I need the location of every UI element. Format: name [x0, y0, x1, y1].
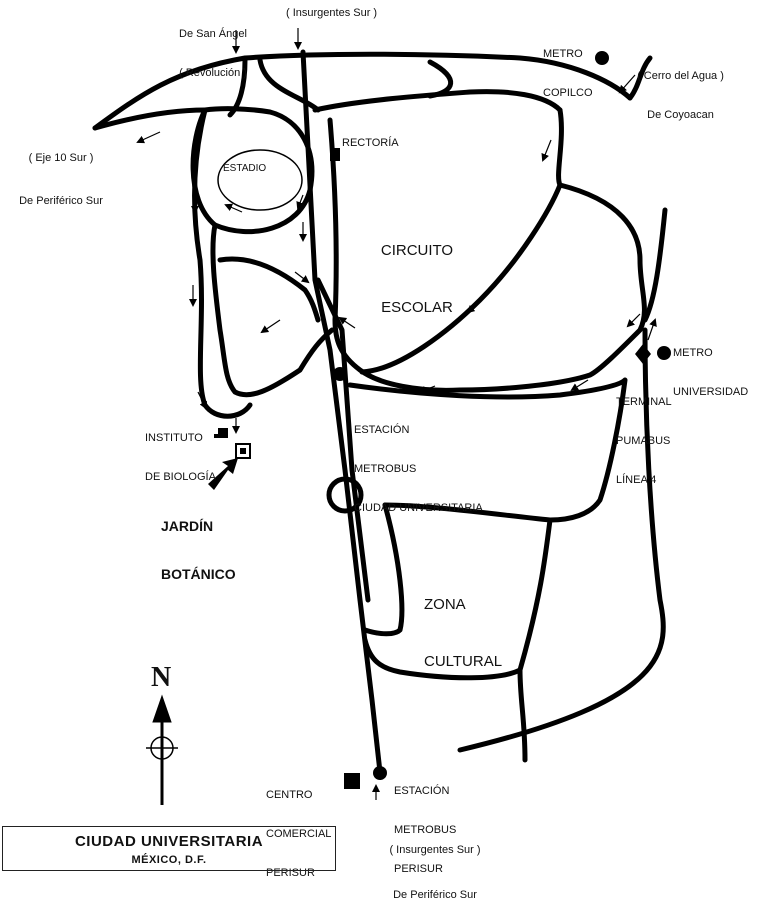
label-instituto-line2: DE BIOLOGÍA	[145, 471, 216, 483]
road-upper-connector	[312, 89, 563, 113]
label-instituto-biologia: INSTITUTO DE BIOLOGÍA	[145, 406, 216, 497]
road-south-loop	[347, 377, 628, 523]
label-insurgentes-bottom-line1: ( Insurgentes Sur )	[389, 844, 481, 856]
road-circuito-inner	[359, 182, 563, 375]
metro-copilco-dot	[595, 51, 609, 65]
label-san-angel: De San Ángel ( Revolución )	[168, 2, 258, 93]
road-copilco	[627, 55, 653, 101]
label-jardin-botanico: JARDÍN BOTÁNICO	[161, 486, 236, 598]
label-insurgentes-bottom: ( Insurgentes Sur ) De Periférico Sur	[370, 818, 500, 915]
label-estacion-cu-line2: METROBUS	[354, 463, 417, 475]
estacion-metrobus-cu-dot	[333, 367, 347, 381]
label-cerro-agua: ( Cerro del Agua ) De Coyoacan	[618, 44, 743, 135]
label-zona-cultural: ZONA CULTURAL	[424, 557, 502, 690]
label-terminal-pumabus: TERMINAL PUMABUS LÍNEA 4	[616, 370, 672, 500]
label-circuito-line2: ESCOLAR	[381, 299, 453, 316]
label-cerro-agua-line1: ( Cerro del Agua )	[637, 70, 724, 82]
road-west-outer	[192, 107, 253, 419]
label-san-angel-line2: ( Revolución )	[179, 67, 247, 79]
label-estadio: ESTADIO	[223, 163, 267, 174]
road-metro-universidad	[642, 207, 668, 323]
estadio-oval	[217, 149, 303, 211]
label-zona-line2: CULTURAL	[424, 653, 503, 670]
label-circuito-line1: CIRCUITO	[380, 242, 454, 259]
rectoria-square	[330, 148, 340, 161]
label-cerro-agua-line2: De Coyoacan	[647, 109, 714, 121]
jardin-botanico-arrow	[208, 458, 238, 490]
label-san-angel-line1: De San Ángel	[179, 28, 247, 40]
label-estacion-metrobus-cu: ESTACIÓN METROBUS CIUDAD UNIVERSITARIA	[354, 398, 483, 528]
campus-map	[92, 28, 671, 805]
label-jardin-line1: JARDÍN	[161, 518, 214, 534]
label-estacion-perisur-line3: PERISUR	[394, 863, 443, 875]
label-insurgentes-bottom-line2: De Periférico Sur	[393, 889, 477, 901]
label-zona-line1: ZONA	[424, 596, 466, 613]
terminal-pumabus-diamond	[635, 344, 651, 364]
label-eje10-line2: De Periférico Sur	[19, 195, 103, 207]
north-arrow	[146, 694, 178, 805]
jardin-botanico-square	[235, 443, 251, 459]
centro-comercial-square	[344, 773, 360, 789]
traffic-arrows	[136, 28, 657, 800]
label-metro-universidad-line1: METRO	[673, 347, 713, 359]
label-circuito-escolar: CIRCUITO ESCOLAR	[372, 203, 462, 336]
label-eje10-line1: ( Eje 10 Sur )	[28, 152, 94, 164]
label-jardin-line2: BOTÁNICO	[161, 566, 236, 582]
map-subtitle: MÉXICO, D.F.	[131, 854, 207, 866]
label-centro-line2: COMERCIAL	[266, 828, 332, 840]
road-insurgentes	[300, 49, 383, 775]
label-eje10: ( Eje 10 Sur ) De Periférico Sur	[2, 126, 120, 221]
road-west-connector	[227, 57, 248, 118]
road-eje10-spur	[92, 107, 208, 131]
label-metro-universidad-line2: UNIVERSIDAD	[673, 386, 749, 398]
label-metro-copilco-line1: METRO	[543, 48, 583, 60]
map-title: CIUDAD UNIVERSITARIA	[74, 833, 264, 850]
road-south-east	[517, 667, 528, 763]
instituto-biologia-icon	[214, 428, 228, 438]
label-insurgentes-top: ( Insurgentes Sur )	[286, 7, 378, 19]
label-estacion-cu-line3: CIUDAD UNIVERSITARIA	[354, 502, 483, 514]
label-instituto-line1: INSTITUTO	[145, 432, 203, 444]
label-rectoria: RECTORÍA	[342, 137, 399, 149]
road-metro-universidad-south	[457, 327, 666, 753]
road-northern-arc	[92, 51, 633, 131]
road-west-mid	[217, 256, 321, 323]
label-metro-universidad: METRO UNIVERSIDAD	[673, 321, 748, 412]
road-zona-cultural	[362, 517, 553, 681]
road-roundabout	[326, 476, 364, 514]
label-estacion-perisur-line1: ESTACIÓN	[394, 785, 450, 797]
label-metro-copilco: METRO COPILCO	[543, 22, 593, 113]
road-west-inner	[210, 222, 335, 398]
estacion-metrobus-perisur-dot	[373, 766, 387, 780]
road-west-connector2	[257, 57, 321, 113]
roads	[92, 49, 668, 775]
label-estacion-cu-line1: ESTACIÓN	[354, 424, 410, 436]
label-metro-copilco-line2: COPILCO	[543, 87, 593, 99]
label-estacion-metrobus-perisur: ESTACIÓN METROBUS PERISUR	[394, 759, 456, 889]
road-insurgentes-parallel	[315, 277, 371, 603]
road-circuito	[327, 107, 647, 393]
road-inner-arc	[427, 59, 454, 99]
map-title-box: CIUDAD UNIVERSITARIA MÉXICO, D.F.	[2, 826, 336, 871]
label-terminal-line2: PUMABUS	[616, 435, 671, 447]
metro-universidad-dot	[657, 346, 671, 360]
north-label: N	[151, 662, 172, 693]
label-terminal-line1: TERMINAL	[616, 396, 672, 408]
label-centro-line1: CENTRO	[266, 789, 313, 801]
label-estacion-perisur-line2: METROBUS	[394, 824, 457, 836]
label-terminal-line3: LÍNEA 4	[616, 474, 657, 486]
road-zona-cultural-west	[362, 502, 405, 637]
